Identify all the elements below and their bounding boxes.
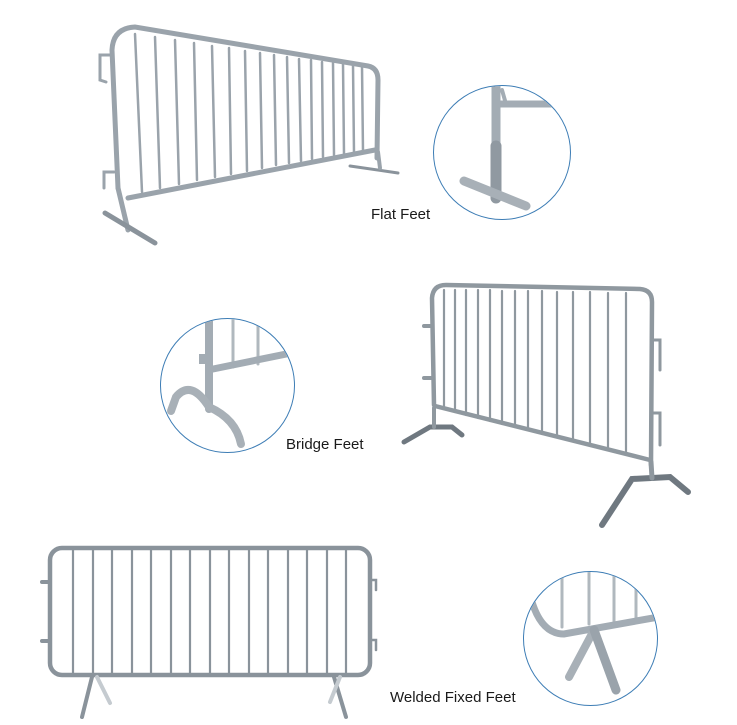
welded-fixed-feet-detail-circle [523, 571, 658, 706]
flat-feet-detail-circle [433, 85, 571, 220]
welded-fixed-feet-label: Welded Fixed Feet [390, 689, 516, 706]
bridge-feet-label: Bridge Feet [286, 436, 364, 453]
welded-fixed-feet-detail-icon [528, 572, 657, 695]
bridge-feet-detail-circle [160, 318, 295, 453]
flat-feet-detail-icon [459, 86, 570, 211]
bridge-feet-detail-icon [167, 319, 294, 448]
flat-feet-label: Flat Feet [371, 206, 431, 223]
